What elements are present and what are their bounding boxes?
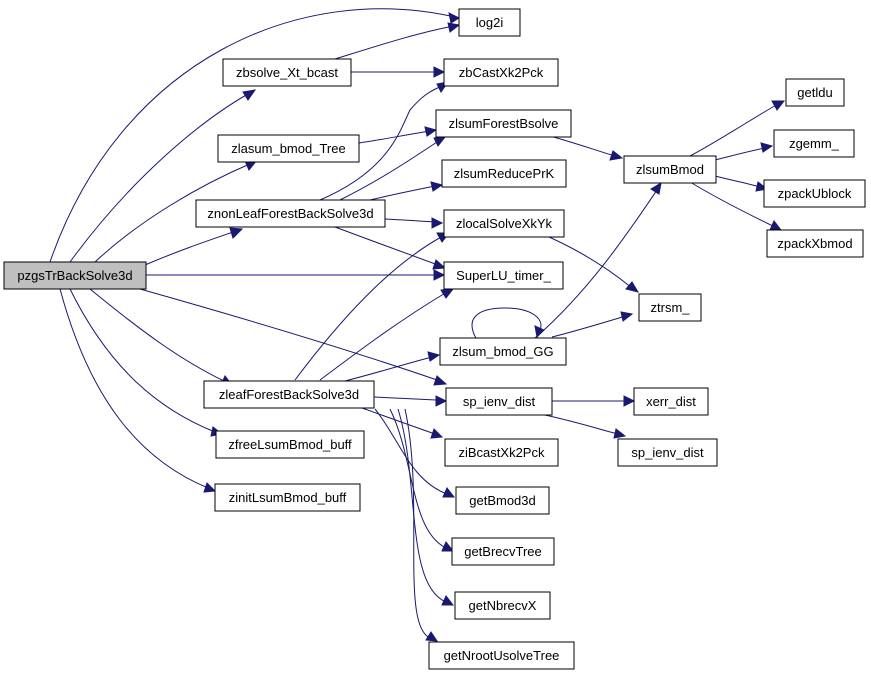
- edge-zleafForest-ziBcastXk2Pck: [361, 407, 444, 439]
- edge-zlsum_bmod_GG-zlsumBmod: [534, 182, 662, 339]
- edge-pzgsTrBackSolve3d-zleafForest: [89, 288, 234, 386]
- edge-pzgsTrBackSolve3d-SuperLU_timer: [146, 269, 446, 281]
- node-getBrecvTree[interactable]: getBrecvTree: [451, 537, 555, 566]
- edge-zlasum-zlsumForestBsolve: [358, 126, 438, 144]
- edge-zbsolve-log2i: [334, 22, 461, 60]
- edge-zlsumBmod-getldu: [689, 100, 786, 157]
- node-sp_ienv_dist-2[interactable]: sp_ienv_dist: [617, 438, 718, 467]
- edge-zlsumForestBsolve-zlsumBmod: [549, 135, 624, 161]
- node-pzgsTrBackSolve3d[interactable]: pzgsTrBackSolve3d: [3, 261, 147, 290]
- node-zlocalSolveXkYk[interactable]: zlocalSolveXkYk: [443, 209, 565, 238]
- node-label: getNbrecvX: [469, 598, 537, 613]
- edge-zleafForest-getBrecvTree: [389, 408, 455, 552]
- node-label: zlsumBmod: [636, 162, 704, 177]
- edge-zlsumBmod-zgemm: [714, 142, 774, 161]
- node-label: ziBcastXk2Pck: [459, 445, 545, 460]
- node-label: zleafForestBackSolve3d: [219, 387, 359, 402]
- node-zlsum_bmod_GG[interactable]: zlsum_bmod_GG: [439, 337, 567, 366]
- node-znonLeafForestBackSolve3d[interactable]: znonLeafForestBackSolve3d: [195, 199, 386, 228]
- node-zlsumForestBsolve[interactable]: zlsumForestBsolve: [435, 109, 572, 138]
- node-zfreeLsumBmod_buff[interactable]: zfreeLsumBmod_buff: [215, 430, 365, 459]
- node-zinitLsumBmod_buff[interactable]: zinitLsumBmod_buff: [214, 483, 361, 512]
- node-label: log2i: [476, 15, 504, 30]
- edge-znonLeaf-zlsumReducePrK: [369, 181, 444, 201]
- node-label: zlsumReducePrK: [454, 166, 555, 181]
- edge-zleafForest-getBmod3d: [374, 408, 456, 498]
- node-zlsumReducePrK[interactable]: zlsumReducePrK: [441, 159, 567, 188]
- edge-zleafForest-SuperLU_timer: [319, 288, 455, 381]
- node-SuperLU_timer_[interactable]: SuperLU_timer_: [443, 261, 564, 290]
- edge-pzgsTrBackSolve3d-znonLeaf: [144, 227, 244, 266]
- node-label: zpackXbmod: [777, 236, 852, 251]
- node-label: pzgsTrBackSolve3d: [17, 268, 132, 283]
- node-log2i[interactable]: log2i: [458, 8, 521, 37]
- node-ziBcastXk2Pck[interactable]: ziBcastXk2Pck: [444, 438, 559, 467]
- node-zpackUblock[interactable]: zpackUblock: [763, 179, 866, 208]
- node-zlasum_bmod_Tree[interactable]: zlasum_bmod_Tree: [217, 134, 360, 163]
- node-label: zlsum_bmod_GG: [452, 344, 553, 359]
- edge-zlsumBmod-zpackUblock: [714, 175, 769, 192]
- node-label: getBmod3d: [469, 493, 536, 508]
- node-getBmod3d[interactable]: getBmod3d: [455, 486, 550, 515]
- node-label: sp_ienv_dist: [463, 394, 536, 409]
- node-label: zlocalSolveXkYk: [456, 216, 553, 231]
- edge-pzgsTrBackSolve3d-log2i: [49, 8, 461, 263]
- node-xerr_dist[interactable]: xerr_dist: [633, 387, 709, 416]
- edge-zlsum_bmod_GG-ztrsm: [551, 311, 634, 338]
- node-zgemm_[interactable]: zgemm_: [773, 129, 855, 158]
- node-zbCastXk2Pck[interactable]: zbCastXk2Pck: [443, 58, 559, 87]
- node-label: getldu: [797, 85, 832, 100]
- node-label: zgemm_: [789, 136, 840, 151]
- node-zlsumBmod[interactable]: zlsumBmod: [623, 155, 717, 184]
- node-sp_ienv_dist[interactable]: sp_ienv_dist: [445, 387, 553, 416]
- edge-zleafForest-getNrootUsolveTree: [404, 408, 438, 642]
- edge-zleafForest-sp_ienv_dist: [373, 395, 448, 407]
- edge-sp_ienv_dist-sp_ienv_dist_2: [539, 413, 627, 439]
- edge-pzgsTrBackSolve3d-zinit: [59, 288, 217, 493]
- node-zleafForestBackSolve3d[interactable]: zleafForestBackSolve3d: [203, 380, 375, 409]
- edge-pzgsTrBackSolve3d-zfree: [69, 288, 224, 437]
- edge-znonLeaf-SuperLU_timer: [334, 226, 447, 270]
- edge-zlsum_bmod_GG-self: [471, 307, 545, 341]
- node-label: xerr_dist: [646, 394, 696, 409]
- edge-zleafForest-getNbrecvX: [397, 408, 455, 606]
- edge-sp_ienv_dist-xerr_dist: [552, 395, 636, 407]
- node-label: getNrootUsolveTree: [444, 648, 560, 663]
- node-label: zlasum_bmod_Tree: [231, 141, 345, 156]
- graph-nodes: pzgsTrBackSolve3d log2i zbsolve_Xt_bcast…: [3, 8, 866, 670]
- node-label: zlsumForestBsolve: [449, 116, 559, 131]
- edge-zleafForest-zlsum_bmod_GG: [344, 351, 441, 382]
- node-label: zbsolve_Xt_bcast: [236, 65, 338, 80]
- node-label: sp_ienv_dist: [631, 445, 704, 460]
- node-label: zinitLsumBmod_buff: [229, 490, 347, 505]
- node-getNbrecvX[interactable]: getNbrecvX: [454, 591, 551, 620]
- edge-zbsolve-zbCastXk2Pck: [351, 66, 446, 78]
- node-label: zfreeLsumBmod_buff: [228, 437, 352, 452]
- edge-pzgsTrBackSolve3d-sp_ienv_dist: [139, 288, 448, 386]
- edge-zlocalSolveXkYk-ztrsm: [539, 232, 640, 293]
- node-zbsolve_Xt_bcast[interactable]: zbsolve_Xt_bcast: [222, 58, 352, 87]
- node-label: SuperLU_timer_: [456, 268, 551, 283]
- node-label: ztrsm_: [651, 300, 691, 315]
- edge-znonLeaf-zlocalSolveXkYk: [384, 217, 444, 229]
- edge-pzgsTrBackSolve3d-zbsolve: [69, 89, 257, 263]
- node-label: zbCastXk2Pck: [459, 65, 544, 80]
- node-ztrsm_[interactable]: ztrsm_: [638, 293, 702, 322]
- node-label: getBrecvTree: [464, 544, 542, 559]
- node-label: zpackUblock: [778, 186, 852, 201]
- node-label: znonLeafForestBackSolve3d: [207, 206, 373, 221]
- node-getNrootUsolveTree[interactable]: getNrootUsolveTree: [428, 641, 575, 670]
- graph-edges: [49, 8, 786, 642]
- node-getldu[interactable]: getldu: [785, 78, 845, 107]
- node-zpackXbmod[interactable]: zpackXbmod: [766, 229, 864, 258]
